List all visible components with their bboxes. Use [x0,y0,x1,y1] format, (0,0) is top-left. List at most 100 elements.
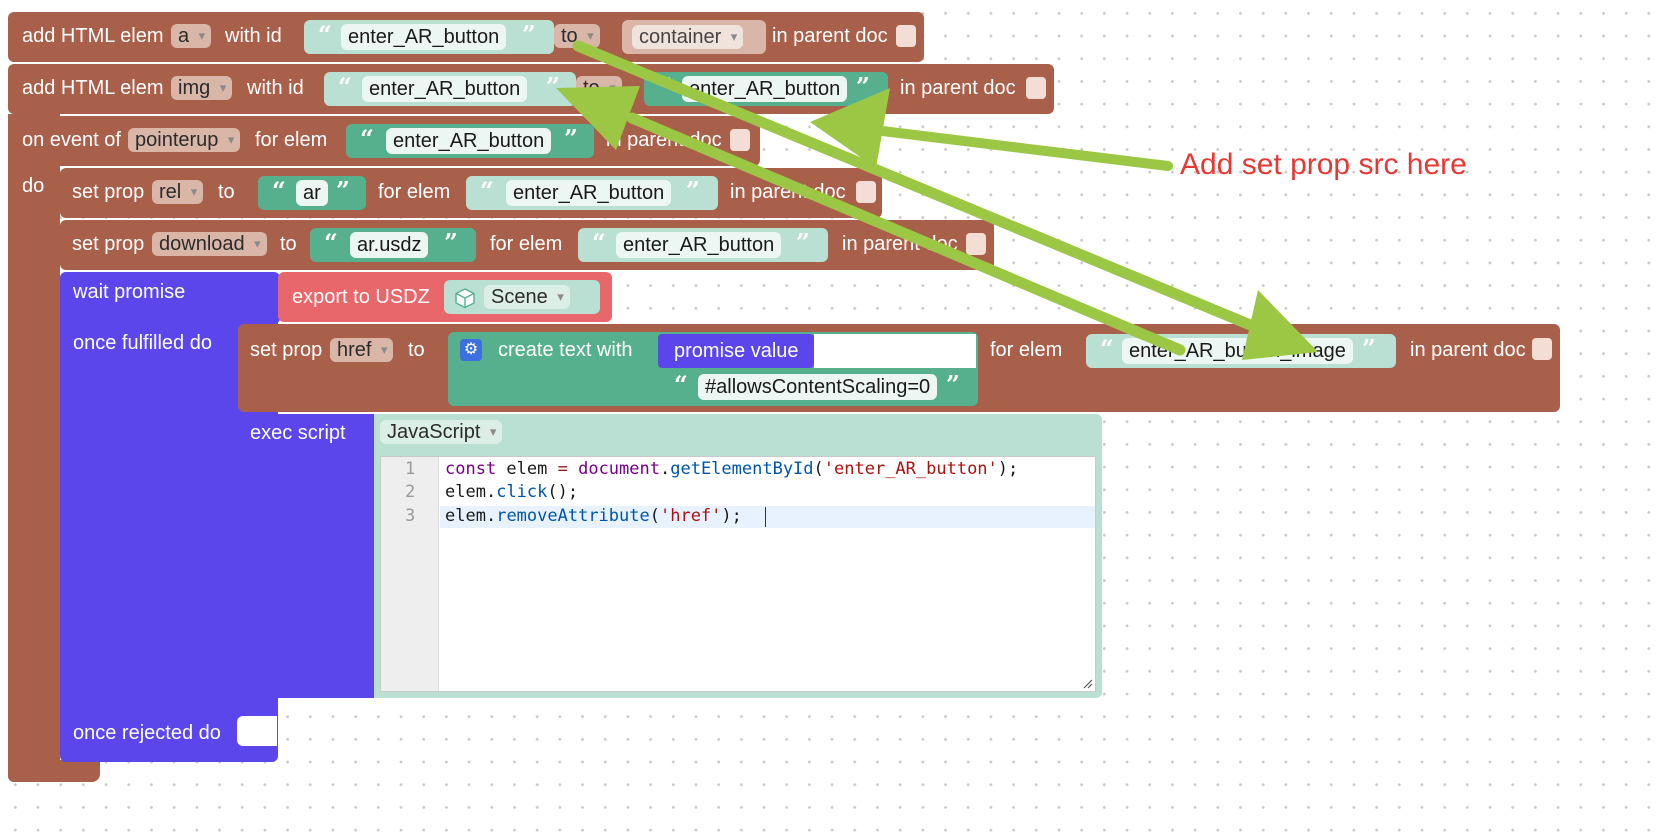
string-block[interactable]: “ #allowsContentScaling=0 ” [658,370,976,404]
exec-script-block[interactable]: exec script [238,414,374,698]
string-field[interactable]: enter_AR_button [362,76,528,102]
export-usdz-block[interactable]: export to USDZ Scene [278,272,612,322]
block-label: in parent doc [1410,339,1526,361]
parent-doc-checkbox[interactable] [1026,77,1046,99]
string-field[interactable]: ar.usdz [350,232,429,258]
arrow-to-parent [853,123,1173,171]
block-label: for elem [378,181,451,203]
prop-dropdown[interactable]: href [330,338,394,362]
string-field[interactable]: enter_AR_button [506,180,672,206]
string-block[interactable]: “ ar.usdz ” [310,228,476,262]
close-quote-icon: ” [444,228,458,257]
close-quote-icon: ” [686,176,700,205]
parent-doc-checkbox[interactable] [730,129,750,151]
prop-dropdown[interactable]: download [152,232,267,256]
scene-block[interactable]: Scene [444,280,600,314]
to-dropdown[interactable]: to [554,24,600,48]
active-line-highlight [440,506,1095,528]
text-cursor [765,507,766,527]
create-text-block[interactable]: ⚙ create text with promise value “ #allo… [448,332,978,406]
string-block[interactable]: “ enter_AR_button ” [578,228,828,262]
add-html-elem-block-1[interactable]: add HTML elem a with id “ enter_AR_butto… [8,12,924,62]
resize-handle-icon[interactable] [1081,677,1093,689]
close-quote-icon: ” [546,72,560,101]
close-quote-icon: ” [564,124,578,153]
language-dropdown[interactable]: JavaScript [380,420,503,444]
once-rejected-label: once rejected do [73,722,221,744]
promise-slot-fill [814,334,976,368]
elem-type-dropdown[interactable]: a [171,24,212,48]
close-quote-icon: ” [856,72,870,101]
block-label: add HTML elem [22,25,164,47]
string-block[interactable]: “ ar ” [258,176,366,210]
cube-icon [455,288,475,309]
line-number: 3 [405,506,416,526]
open-quote-icon: “ [338,72,352,101]
block-label: with id [225,25,282,47]
container-dropdown[interactable]: container [632,25,744,49]
open-quote-icon: “ [360,124,374,153]
block-label: with id [247,77,304,99]
close-quote-icon: ” [1362,334,1376,363]
block-label: set prop [72,233,145,255]
promise-value-block[interactable]: promise value [658,334,814,368]
block-label: export to USDZ [292,286,430,308]
gear-icon[interactable]: ⚙ [460,339,482,361]
string-block[interactable]: “ enter_AR_button ” [324,72,576,106]
string-field[interactable]: #allowsContentScaling=0 [698,374,938,400]
string-field[interactable]: ar [296,180,328,206]
open-quote-icon: “ [1100,334,1114,363]
set-prop-href-block[interactable]: set prop href to ⚙ create text with prom… [238,324,1560,412]
arrow-to-parent-head [810,88,890,168]
close-quote-icon: ” [522,20,536,49]
open-quote-icon: “ [480,176,494,205]
open-quote-icon: “ [674,370,688,399]
block-label: to [408,339,425,361]
container-block[interactable]: container [622,20,766,54]
close-quote-icon: ” [336,176,350,205]
block-label: for elem [490,233,563,255]
code-line-2: elem.click(); [445,482,579,502]
line-gutter [381,457,439,691]
parent-doc-checkbox[interactable] [896,25,916,47]
event-block-bottom [8,760,100,782]
open-quote-icon: “ [272,176,286,205]
elem-type-dropdown[interactable]: img [171,76,233,100]
string-field[interactable]: enter_AR_button [341,24,507,50]
string-block[interactable]: “ enter_AR_button ” [346,124,594,158]
rejected-slot[interactable] [237,716,277,746]
wait-promise-label: wait promise [73,281,186,303]
block-label: add HTML elem [22,77,164,99]
arrow-to-image-head [1242,290,1318,360]
set-prop-rel-block[interactable]: set prop rel to “ ar ” for elem “ enter_… [60,168,882,218]
open-quote-icon: “ [318,20,332,49]
block-label: for elem [990,339,1063,361]
on-event-block[interactable]: on event of pointerup for elem “ enter_A… [8,116,760,166]
block-label: to [218,181,235,203]
block-label: for elem [255,129,328,151]
code-line-1: const elem = document.getElementById('en… [445,459,1019,479]
parent-doc-checkbox[interactable] [856,181,876,203]
block-label: create text with [498,339,633,361]
prop-dropdown[interactable]: rel [152,180,204,204]
event-block-spine [8,114,60,782]
string-block[interactable]: “ enter_AR_button ” [466,176,718,210]
line-number: 2 [405,482,416,502]
block-label: in parent doc [900,77,1016,99]
string-field[interactable]: enter_AR_button [386,128,552,154]
event-type-dropdown[interactable]: pointerup [128,128,241,152]
block-label: to [280,233,297,255]
scene-dropdown[interactable]: Scene [484,285,570,309]
string-field[interactable]: enter_AR_button [616,232,782,258]
block-label: in parent doc [772,25,888,47]
parent-doc-checkbox[interactable] [1532,338,1552,360]
code-editor[interactable]: 1 2 3 const elem = document.getElementBy… [380,456,1096,692]
arrow-to-id [626,112,1186,356]
parent-doc-checkbox[interactable] [966,233,986,255]
once-fulfilled-label: once fulfilled do [73,332,212,354]
string-block[interactable]: “ enter_AR_button ” [304,20,554,54]
block-label: promise value [674,340,799,362]
set-prop-download-block[interactable]: set prop download to “ ar.usdz ” for ele… [60,220,994,270]
close-quote-icon: ” [946,370,960,399]
